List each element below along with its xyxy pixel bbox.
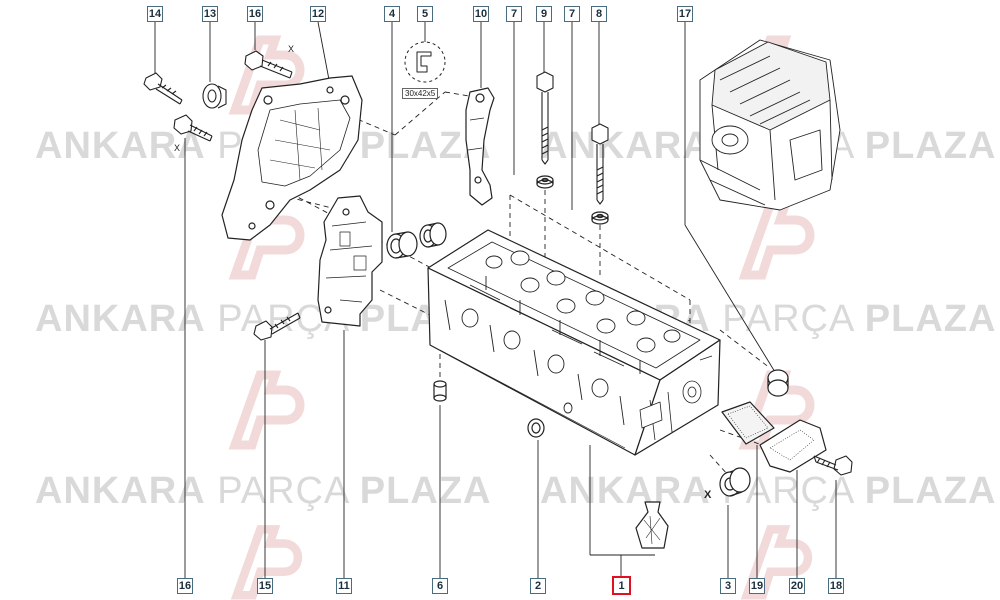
plug-2 bbox=[527, 418, 545, 438]
bolt-16-top bbox=[244, 50, 293, 79]
seal-5-detail bbox=[404, 41, 446, 83]
clearance-mark-left: X bbox=[174, 143, 181, 153]
bolt-18 bbox=[813, 455, 853, 476]
callout-10[interactable]: 10 bbox=[473, 6, 489, 22]
cylinder-head-1 bbox=[427, 229, 721, 456]
callout-6[interactable]: 6 bbox=[432, 578, 448, 594]
bolt-8 bbox=[591, 123, 609, 205]
cap-17 bbox=[767, 369, 789, 397]
callout-19[interactable]: 19 bbox=[749, 578, 765, 594]
callout-16-bottom[interactable]: 16 bbox=[177, 578, 193, 594]
callout-16-top[interactable]: 16 bbox=[247, 6, 263, 22]
bolt-16-left bbox=[173, 114, 213, 142]
callout-13[interactable]: 13 bbox=[202, 6, 218, 22]
callout-14[interactable]: 14 bbox=[147, 6, 163, 22]
lifting-eye-10 bbox=[465, 87, 495, 206]
callout-11[interactable]: 11 bbox=[336, 578, 352, 594]
gasket-19 bbox=[721, 401, 775, 445]
callout-8[interactable]: 8 bbox=[591, 6, 607, 22]
callout-3[interactable]: 3 bbox=[720, 578, 736, 594]
washer-7-b bbox=[591, 211, 609, 225]
seal-5 bbox=[419, 222, 447, 248]
callout-12[interactable]: 12 bbox=[310, 6, 326, 22]
callout-18[interactable]: 18 bbox=[828, 578, 844, 594]
engine-thumbnail bbox=[699, 39, 841, 211]
leader-lines bbox=[154, 21, 837, 578]
clearance-mark-right: X bbox=[704, 489, 712, 501]
callout-9[interactable]: 9 bbox=[536, 6, 552, 22]
washer-7-a bbox=[536, 175, 554, 189]
callout-2[interactable]: 2 bbox=[530, 578, 546, 594]
bolt-15 bbox=[253, 312, 301, 341]
clearance-mark-top: X bbox=[288, 44, 295, 54]
bolt-14 bbox=[143, 72, 183, 105]
cover-20 bbox=[759, 419, 827, 473]
callout-1-highlighted[interactable]: 1 bbox=[612, 576, 631, 595]
callout-17[interactable]: 17 bbox=[677, 6, 693, 22]
head-bolt-9 bbox=[536, 71, 554, 165]
callout-7-a[interactable]: 7 bbox=[506, 6, 522, 22]
dowel-6 bbox=[433, 380, 447, 402]
mount-bracket-11 bbox=[317, 195, 383, 327]
seal-size-label: 30x42x5 bbox=[402, 88, 439, 99]
seal-4 bbox=[386, 231, 418, 259]
callout-5[interactable]: 5 bbox=[417, 6, 433, 22]
bracket-12 bbox=[221, 75, 363, 241]
callout-15[interactable]: 15 bbox=[257, 578, 273, 594]
callout-4[interactable]: 4 bbox=[384, 6, 400, 22]
nut-13 bbox=[202, 83, 227, 109]
gasket-bag-icon bbox=[635, 501, 669, 549]
callout-7-b[interactable]: 7 bbox=[564, 6, 580, 22]
seal-3 bbox=[719, 467, 751, 497]
callout-20[interactable]: 20 bbox=[789, 578, 805, 594]
